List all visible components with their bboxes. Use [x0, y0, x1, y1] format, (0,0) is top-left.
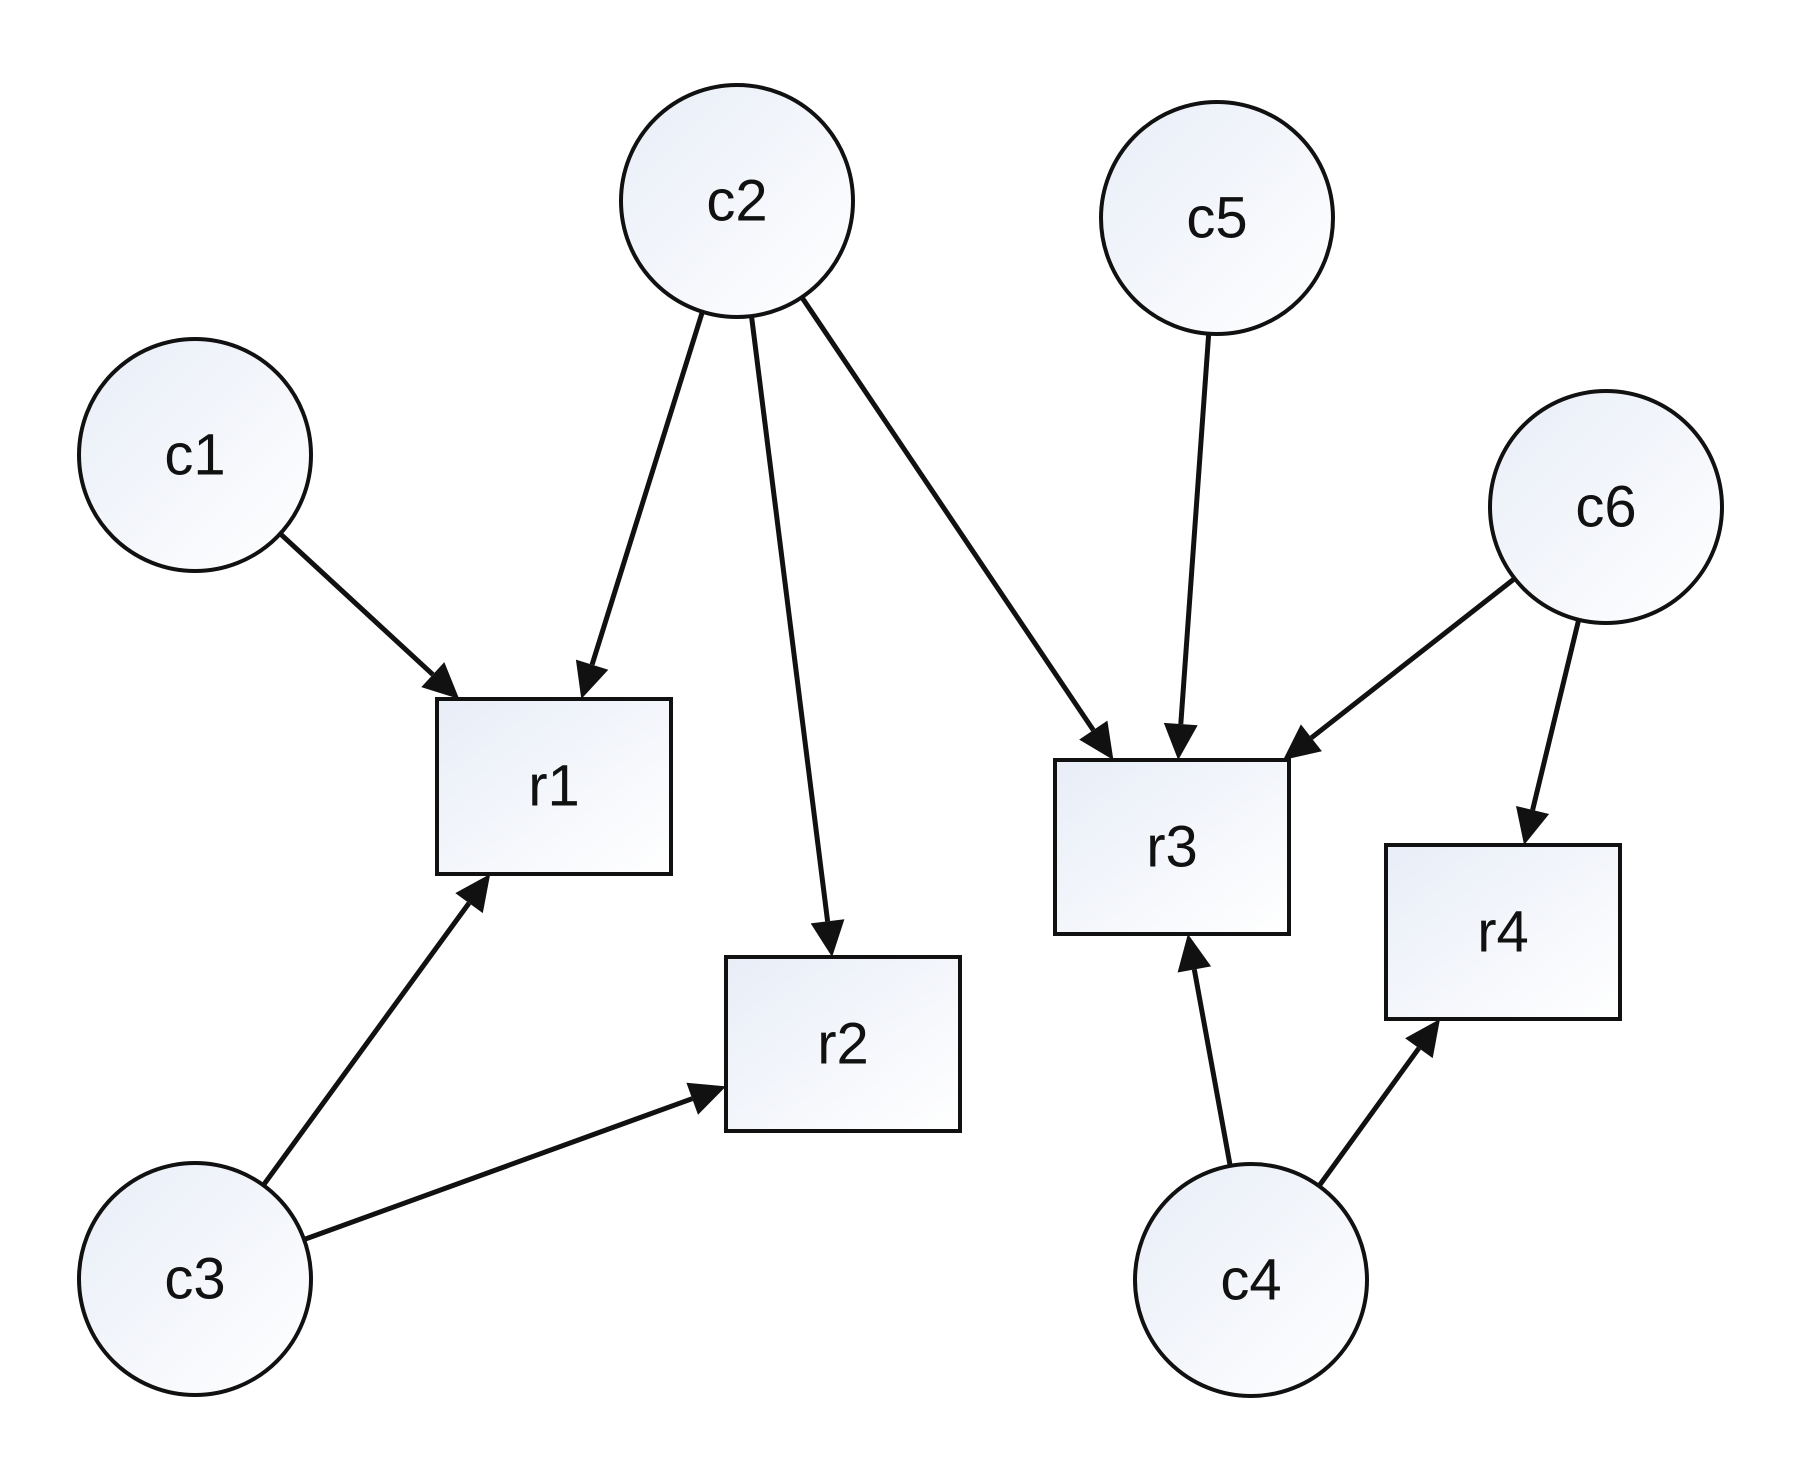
- node-r3-label: r3: [1146, 815, 1198, 880]
- edge-c3-r1: [261, 874, 491, 1187]
- node-c2-label: c2: [706, 169, 767, 234]
- edge-line: [303, 1096, 694, 1242]
- node-r3-rect: [1053, 758, 1291, 936]
- node-r1-rect: [435, 697, 673, 876]
- edge-c4-r3: [1177, 934, 1233, 1167]
- node-r4[interactable]: r4: [1384, 843, 1622, 1021]
- node-r4-rect: [1384, 843, 1622, 1021]
- node-c1[interactable]: c1: [77, 337, 313, 573]
- node-c3-label: c3: [164, 1247, 225, 1312]
- arrowhead-icon: [575, 659, 609, 699]
- node-r3[interactable]: r3: [1053, 758, 1291, 936]
- node-c3-circle: [77, 1161, 313, 1397]
- node-c6-circle: [1488, 389, 1724, 625]
- edge-line: [261, 901, 472, 1187]
- edge-c1-r1: [278, 531, 460, 699]
- edge-c2-r1: [575, 310, 705, 699]
- edge-line: [278, 531, 435, 677]
- edge-line: [799, 295, 1096, 732]
- node-r1-label: r1: [528, 754, 580, 819]
- node-c5[interactable]: c5: [1099, 100, 1335, 336]
- edge-line: [1191, 968, 1233, 1167]
- node-r1[interactable]: r1: [435, 697, 673, 876]
- edge-c6-r4: [1516, 619, 1582, 845]
- arrowhead-icon: [686, 1082, 726, 1115]
- nodes-layer: c1 c2 c3 c4 c5 c6 r1 r2: [77, 83, 1724, 1398]
- node-c2[interactable]: c2: [619, 83, 855, 319]
- edge-line: [1309, 576, 1517, 740]
- node-c6-label: c6: [1575, 475, 1636, 540]
- arrowhead-icon: [421, 662, 460, 699]
- node-r2-label: r2: [817, 1012, 869, 1077]
- node-r2-rect: [724, 955, 962, 1133]
- edge-c5-r3: [1163, 333, 1212, 760]
- edge-c6-r3: [1283, 576, 1517, 760]
- edge-line: [589, 310, 705, 666]
- arrowhead-icon: [810, 919, 845, 957]
- node-c1-label: c1: [164, 423, 225, 488]
- edge-line: [1316, 1046, 1421, 1188]
- node-c4-label: c4: [1220, 1248, 1281, 1313]
- arrowhead-icon: [1079, 720, 1114, 760]
- arrowhead-icon: [1163, 722, 1198, 760]
- node-c1-circle: [77, 337, 313, 573]
- node-r4-label: r4: [1477, 900, 1529, 965]
- node-r2[interactable]: r2: [724, 955, 962, 1133]
- node-c2-circle: [619, 83, 855, 319]
- arrowhead-icon: [455, 874, 491, 914]
- edge-c4-r4: [1316, 1019, 1440, 1188]
- node-c6[interactable]: c6: [1488, 389, 1724, 625]
- arrowhead-icon: [1283, 724, 1322, 760]
- edge-c3-r2: [303, 1082, 726, 1242]
- node-c4[interactable]: c4: [1133, 1162, 1369, 1398]
- arrowhead-icon: [1516, 806, 1550, 845]
- edge-c2-r2: [749, 315, 845, 957]
- edge-line: [749, 315, 831, 922]
- edges-layer: [261, 295, 1582, 1242]
- arrowhead-icon: [1405, 1019, 1440, 1059]
- node-c5-label: c5: [1186, 186, 1247, 251]
- edge-line: [1178, 333, 1212, 725]
- node-c3[interactable]: c3: [77, 1161, 313, 1397]
- arrowhead-icon: [1177, 934, 1212, 973]
- node-c4-circle: [1133, 1162, 1369, 1398]
- edge-line: [1530, 619, 1582, 811]
- node-c5-circle: [1099, 100, 1335, 336]
- edge-c2-r3: [799, 295, 1114, 760]
